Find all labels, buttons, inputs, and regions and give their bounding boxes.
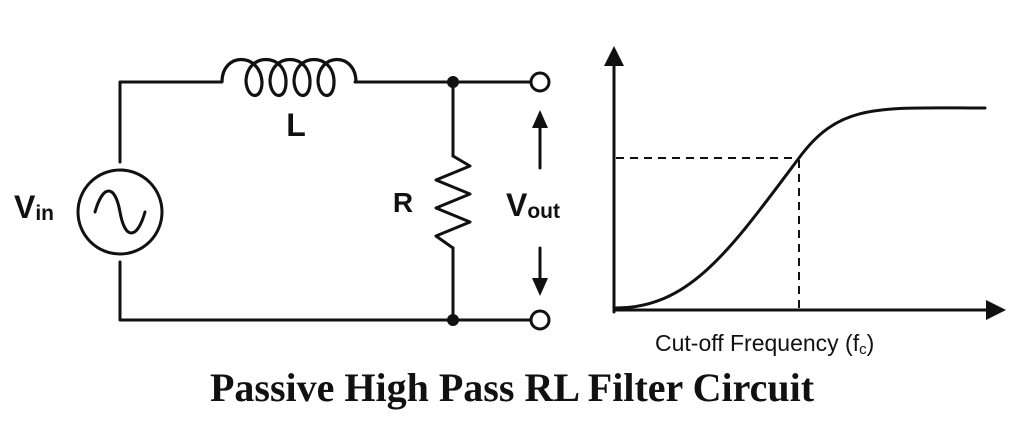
output-terminal-bottom [529, 309, 551, 331]
graph-y-axis-arrowhead [604, 46, 624, 66]
inductor-label: L [286, 107, 306, 143]
top-left-wire [118, 80, 224, 164]
vout-up-arrow [532, 110, 548, 170]
inductor-coil [220, 57, 358, 98]
graph-x-axis-arrowhead [986, 300, 1006, 320]
resistor-zigzag [434, 154, 472, 250]
sine-wave-icon [93, 189, 147, 235]
junction-dot-bottom [447, 314, 459, 326]
x-axis-caption-suffix: ) [867, 330, 875, 356]
vin-subscript: in [35, 202, 54, 225]
frequency-response-graph: Cut-off Frequency (fc) [604, 46, 1006, 358]
vin-main: V [14, 189, 36, 225]
x-axis-caption-subscript: c [859, 341, 867, 358]
resistor-label: R [393, 187, 413, 218]
junction-dot-top [447, 76, 459, 88]
diagram-title: Passive High Pass RL Filter Circuit [209, 365, 815, 410]
x-axis-caption: Cut-off Frequency (fc) [655, 330, 874, 358]
vout-subscript: out [527, 200, 560, 223]
vout-label: Vout [506, 187, 560, 223]
vout-down-arrow [532, 246, 548, 296]
output-terminal-top [529, 71, 551, 93]
vout-main: V [506, 187, 528, 223]
response-curve [614, 106, 987, 310]
bottom-wire [118, 260, 533, 322]
x-axis-caption-prefix: Cut-off Frequency (f [655, 330, 860, 356]
vin-label: Vin [14, 189, 54, 225]
